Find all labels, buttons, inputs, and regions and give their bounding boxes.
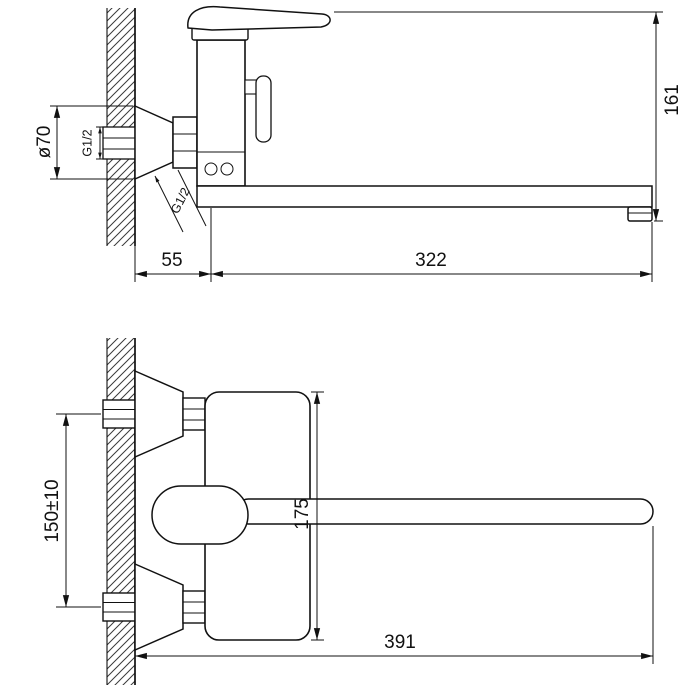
escutcheon-side <box>134 104 174 181</box>
wall-section-front <box>106 338 136 685</box>
handle-lever-side <box>187 5 331 31</box>
dim-overall-height-label: 161 <box>662 84 683 116</box>
dim-overall-height <box>334 11 663 222</box>
handle-front <box>151 485 249 545</box>
dim-flange-diameter <box>50 105 133 180</box>
faucet-body-side <box>196 39 246 187</box>
dim-wall-thread <box>96 126 103 160</box>
dim-body-height-label: 175 <box>292 498 313 530</box>
front-view: 150±10 175 391 <box>42 338 654 685</box>
dim-spout-thread-label: G1/2 <box>168 185 193 216</box>
side-view: ø70 G1/2 161 55 322 G1/2 <box>34 5 683 282</box>
dim-supply-centers-label: 150±10 <box>42 479 63 542</box>
dim-body-height <box>311 391 324 641</box>
dim-spout-reach-label: 322 <box>415 250 447 271</box>
dim-horizontal-side <box>134 208 653 282</box>
dim-overall-length-label: 391 <box>384 632 416 653</box>
dim-overall-length <box>135 526 654 664</box>
side-lever <box>244 75 272 143</box>
wall-fitting-side <box>102 126 136 160</box>
escutcheon-bottom-front <box>134 562 184 652</box>
eccentric-top <box>102 369 206 459</box>
mounting-nut-side <box>172 116 198 169</box>
callout-spout-thread <box>154 169 207 233</box>
dim-flange-diameter-label: ø70 <box>34 126 55 159</box>
dim-wall-to-axis-label: 55 <box>161 250 182 271</box>
dim-supply-centers <box>56 413 101 608</box>
spout-side <box>196 185 653 222</box>
escutcheon-top-front <box>134 369 184 459</box>
dim-wall-thread-label: G1/2 <box>80 129 94 156</box>
aerator-side <box>627 206 653 222</box>
